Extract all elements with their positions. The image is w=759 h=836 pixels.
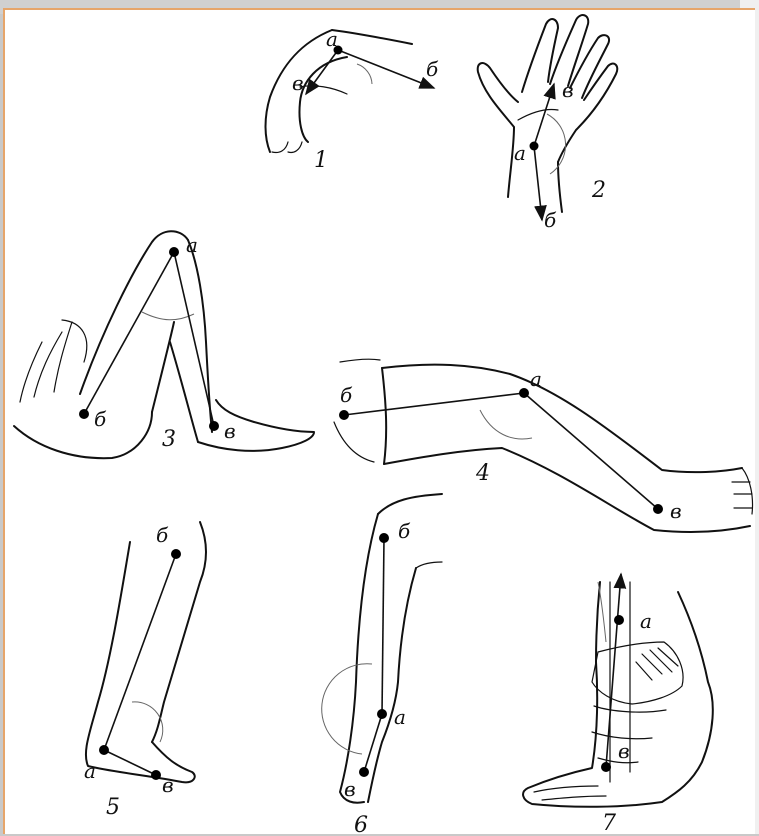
panel-5-ankle-dorsiflexion: a б в 5 — [84, 522, 206, 820]
panel-3-label-a: a — [186, 233, 198, 257]
panel-4-label-v: в — [670, 499, 682, 523]
panel-2-wrist-extension: a б в 2 — [478, 15, 618, 232]
panel-4-knee-extension: a б в 4 — [334, 359, 753, 532]
panel-5-number: 5 — [106, 795, 120, 820]
panel-2-label-a: a — [514, 141, 526, 165]
panel-2-label-v: в — [562, 78, 574, 102]
panel-2-number: 2 — [591, 178, 606, 203]
panel-3-label-v: в — [224, 419, 236, 443]
panel-4-number: 4 — [475, 461, 490, 486]
panel-6-ankle-plantar-flexion: a б в 6 — [322, 494, 442, 836]
panel-5-label-v: в — [162, 773, 174, 797]
joint-angles-drawing: a б в 1 a б в 2 a б — [5, 10, 757, 836]
panel-1-wrist-flexion: a б в 1 — [266, 27, 440, 173]
panel-7-label-v: в — [618, 739, 630, 763]
panel-1-label-b: б — [426, 57, 439, 81]
panel-1-label-a: a — [326, 27, 338, 51]
panel-1-number: 1 — [314, 148, 328, 173]
panel-7-number: 7 — [602, 811, 616, 836]
figure-card: a б в 1 a б в 2 a б — [3, 8, 755, 834]
panel-5-label-a: a — [84, 759, 96, 783]
panel-3-knee-flexion: a б в 3 — [14, 231, 314, 458]
panel-7-label-a: a — [640, 609, 652, 633]
panel-6-label-b: б — [398, 519, 411, 543]
panel-6-label-v: в — [344, 777, 356, 801]
panel-2-label-b: б — [544, 208, 557, 232]
panel-6-label-a: a — [394, 705, 406, 729]
panel-7-ankle-skeleton: a в 7 — [523, 574, 713, 836]
panel-1-label-v: в — [292, 71, 304, 95]
panel-3-number: 3 — [162, 427, 176, 452]
panel-5-label-b: б — [156, 523, 169, 547]
panel-4-label-a: a — [530, 367, 542, 391]
panel-4-label-b: б — [340, 383, 353, 407]
panel-6-number: 6 — [354, 813, 368, 836]
panel-3-label-b: б — [94, 407, 107, 431]
